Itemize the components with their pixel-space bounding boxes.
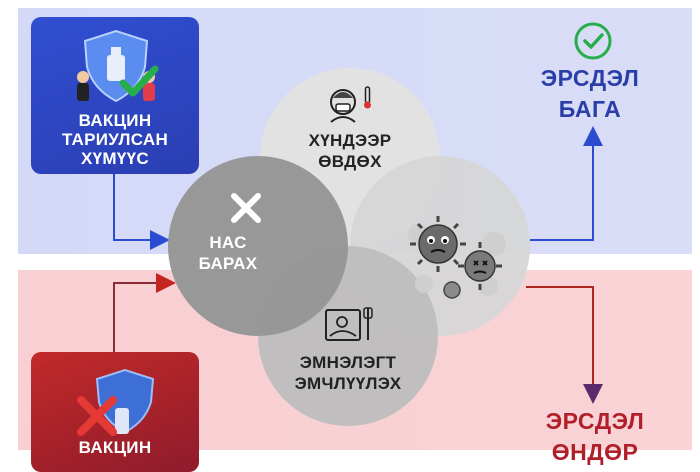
severe-illness-label: ХҮНДЭЭР ӨВДӨХ xyxy=(308,131,392,171)
unvaccinated-label: ВАКЦИН xyxy=(78,438,152,457)
arrow-vaccinated-to-circles xyxy=(113,174,170,250)
death-circle xyxy=(168,156,348,336)
vaccine-shield-icon xyxy=(77,29,159,103)
unvaccinated-card: ВАКЦИН xyxy=(31,352,199,472)
vaccine-shield-icon xyxy=(77,368,155,436)
hospitalization-label: ЭМНЭЛЭГТ ЭМЧЛҮҮЛЭХ xyxy=(294,353,402,393)
check-circle-icon xyxy=(574,22,612,60)
arrow-circles-to-low-risk xyxy=(530,126,603,241)
hospital-bed-icon xyxy=(325,307,373,341)
vaccinated-card: ВАКЦИН ТАРИУЛСАН ХҮМҮҮС xyxy=(31,17,199,174)
low-risk-label: ЭРСДЭЛ БАГА xyxy=(540,65,640,122)
connector-arrows xyxy=(113,126,603,404)
high-risk-label: ЭРСДЭЛ ӨНДӨР xyxy=(545,408,645,465)
arrow-unvaccinated-to-circles xyxy=(113,273,176,352)
arrow-circles-to-high-risk xyxy=(526,286,603,404)
death-label: НАС БАРАХ xyxy=(198,233,258,273)
vaccinated-label: ВАКЦИН ТАРИУЛСАН ХҮМҮҮС xyxy=(61,111,169,168)
thermometer-icon xyxy=(364,86,371,109)
close-icon xyxy=(231,193,261,223)
virus-icon xyxy=(408,216,506,299)
sick-person-icon xyxy=(330,89,356,123)
